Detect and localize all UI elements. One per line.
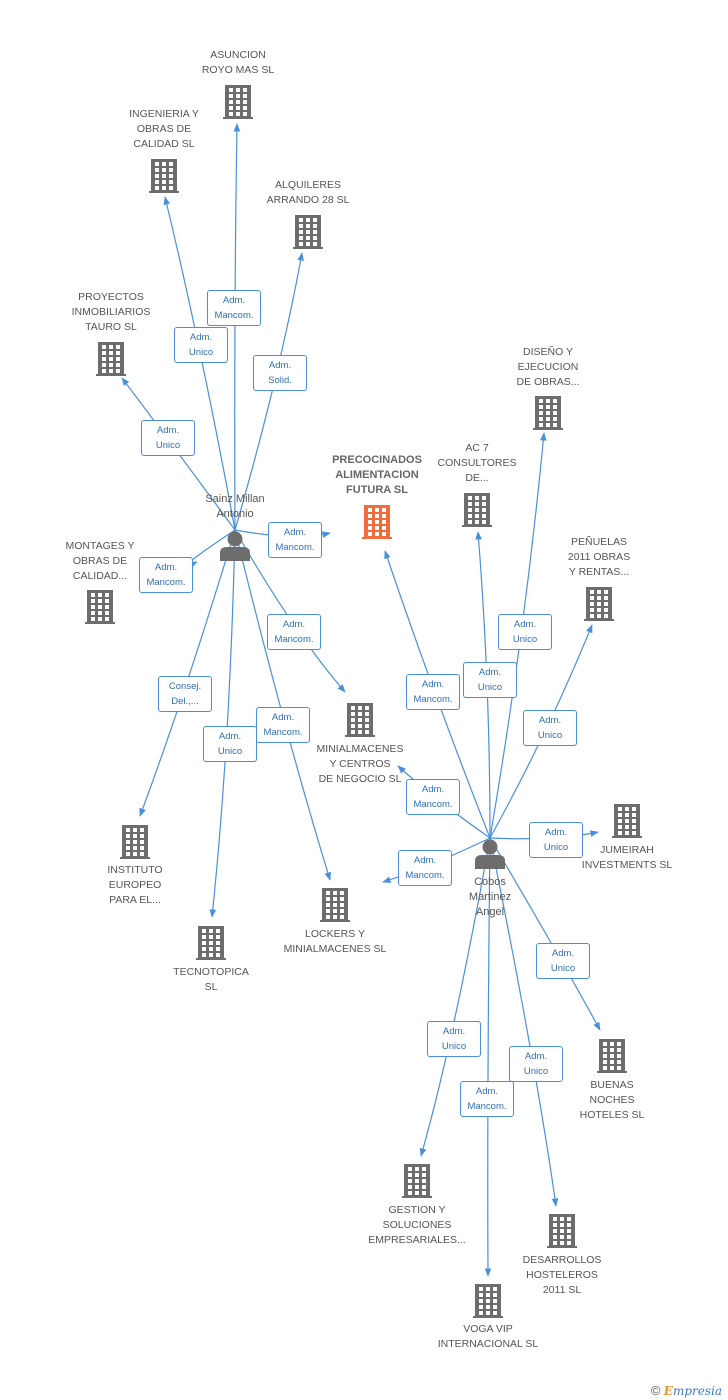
edge-cobos-desarrollos	[489, 837, 559, 1207]
building-icon-penuelas[interactable]	[584, 587, 614, 621]
edge-sainz-lockers	[234, 529, 332, 881]
company-label-proyectos[interactable]: PROYECTOS INMOBILIARIOS TAURO SL	[71, 291, 151, 333]
building-icon-tecnotopica[interactable]	[196, 926, 226, 960]
company-label-voga[interactable]: VOGA VIP INTERNACIONAL SL	[437, 1323, 539, 1350]
company-label-desarrollos[interactable]: DESARROLLOS HOSTELEROS 2011 SL	[522, 1254, 602, 1296]
edge-cobos-voga	[484, 837, 492, 1277]
edge-label-cobos-gestion[interactable]: Adm. Unico	[427, 1021, 481, 1057]
person-label-sainz[interactable]: Sainz Millan Antonio	[205, 493, 265, 520]
company-label-instituto[interactable]: INSTITUTO EUROPEO PARA EL...	[107, 864, 163, 906]
edge-label-sainz-ingenieria[interactable]: Adm. Unico	[174, 327, 228, 363]
company-label-tecnotopica[interactable]: TECNOTOPICA SL	[173, 966, 249, 993]
edge-label-sainz-montages[interactable]: Adm. Mancom.	[139, 557, 193, 593]
edge-label-sainz-tecnotopica[interactable]: Adm. Unico	[203, 726, 257, 762]
company-label-precocinados[interactable]: PRECOCINADOS ALIMENTACION FUTURA SL	[332, 454, 422, 496]
building-icon-minialmacenes[interactable]	[345, 703, 375, 737]
edge-label-sainz-asuncion[interactable]: Adm. Mancom.	[207, 290, 261, 326]
edge-label-sainz-alquileres[interactable]: Adm. Solid.	[253, 355, 307, 391]
company-label-minialmacenes[interactable]: MINIALMACENES Y CENTROS DE NEGOCIO SL	[316, 743, 404, 785]
empresia-logo: Empresia	[663, 1384, 722, 1398]
edge-label-cobos-diseno[interactable]: Adm. Unico	[498, 614, 552, 650]
edge-label-cobos-desarrollos[interactable]: Adm. Unico	[509, 1046, 563, 1082]
building-icon-ingenieria[interactable]	[149, 159, 179, 193]
company-label-diseno[interactable]: DISEÑO Y EJECUCION DE OBRAS...	[516, 346, 580, 388]
edge-label-cobos-jumeirah[interactable]: Adm. Unico	[529, 822, 583, 858]
company-label-jumeirah[interactable]: JUMEIRAH INVESTMENTS SL	[581, 844, 673, 871]
building-icon-proyectos[interactable]	[96, 342, 126, 376]
building-icon-ac7[interactable]	[462, 493, 492, 527]
building-icon-gestion[interactable]	[402, 1164, 432, 1198]
building-icon-lockers[interactable]	[320, 888, 350, 922]
edge-label-cobos-lockers[interactable]: Adm. Mancom.	[398, 850, 452, 886]
company-label-penuelas[interactable]: PEÑUELAS 2011 OBRAS Y RENTAS...	[567, 536, 631, 578]
building-icon-precocinados[interactable]	[362, 505, 392, 539]
building-icon-montages[interactable]	[85, 590, 115, 624]
edge-label-cobos-precocinados[interactable]: Adm. Mancom.	[406, 674, 460, 710]
company-label-gestion[interactable]: GESTION Y SOLUCIONES EMPRESARIALES...	[368, 1204, 466, 1246]
edge-label-cobos-buenas[interactable]: Adm. Unico	[536, 943, 590, 979]
edge-sainz-tecnotopica	[209, 529, 236, 918]
edge-sainz-ingenieria	[163, 196, 236, 531]
building-icon-alquileres[interactable]	[293, 215, 323, 249]
company-label-buenas[interactable]: BUENAS NOCHES HOTELES SL	[579, 1079, 645, 1121]
person-icon-sainz[interactable]	[220, 531, 250, 562]
company-label-lockers[interactable]: LOCKERS Y MINIALMACENES SL	[283, 928, 387, 955]
building-icon-desarrollos[interactable]	[547, 1214, 577, 1248]
company-label-alquileres[interactable]: ALQUILERES ARRANDO 28 SL	[266, 179, 350, 206]
person-label-cobos[interactable]: Cobos Martinez Angel	[468, 876, 512, 918]
person-icon-cobos[interactable]	[475, 839, 505, 870]
edge-label-sainz-instituto[interactable]: Consej. Del.,...	[158, 676, 212, 712]
building-icon-buenas[interactable]	[597, 1039, 627, 1073]
edge-label-cobos-ac7[interactable]: Adm. Unico	[463, 662, 517, 698]
edge-label-cobos-voga[interactable]: Adm. Mancom.	[460, 1081, 514, 1117]
building-icon-jumeirah[interactable]	[612, 804, 642, 838]
building-icon-asuncion[interactable]	[223, 85, 253, 119]
company-label-asuncion[interactable]: ASUNCION ROYO MAS SL	[201, 49, 275, 76]
edge-label-cobos-penuelas[interactable]: Adm. Unico	[523, 710, 577, 746]
company-label-ac7[interactable]: AC 7 CONSULTORES DE...	[437, 442, 517, 484]
footer-brand: © Empresia	[651, 1383, 722, 1398]
building-icon-instituto[interactable]	[120, 825, 150, 859]
building-icon-voga[interactable]	[473, 1284, 503, 1318]
edge-cobos-gestion	[419, 837, 491, 1157]
edge-label-sainz-proyectos[interactable]: Adm. Unico	[141, 420, 195, 456]
company-label-ingenieria[interactable]: INGENIERIA Y OBRAS DE CALIDAD SL	[129, 108, 199, 150]
copyright-symbol: ©	[650, 1383, 661, 1398]
edge-label-cobos-minialmacenes[interactable]: Adm. Mancom.	[406, 779, 460, 815]
edge-label-sainz-lockers[interactable]: Adm. Mancom.	[256, 707, 310, 743]
company-label-montages[interactable]: MONTAGES Y OBRAS DE CALIDAD...	[65, 540, 135, 582]
edge-label-sainz-precocinados[interactable]: Adm. Mancom.	[268, 522, 322, 558]
edge-label-sainz-minialmacenes[interactable]: Adm. Mancom.	[267, 614, 321, 650]
building-icon-diseno[interactable]	[533, 396, 563, 430]
